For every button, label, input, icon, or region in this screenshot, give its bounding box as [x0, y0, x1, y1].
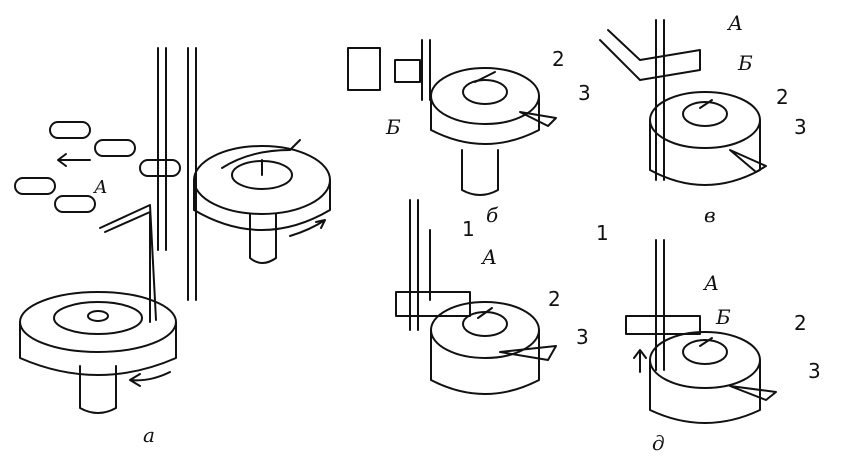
- letter-A-g: А: [480, 245, 497, 269]
- panel-b: б Б 2 3: [347, 39, 591, 227]
- number-3-b: 3: [578, 81, 591, 105]
- number-2-v: 2: [776, 85, 789, 109]
- hook-g: [430, 301, 557, 395]
- thread-loop-a: [99, 204, 157, 323]
- hook-v: [649, 91, 767, 186]
- number-1-d: 1: [596, 221, 609, 245]
- letter-B-d: Б: [715, 305, 731, 329]
- hook-d: [649, 331, 777, 424]
- hook-b: [430, 67, 557, 196]
- upper-hook-a: [193, 139, 331, 264]
- fabric-d: [625, 315, 701, 335]
- fabric-g: [395, 291, 471, 317]
- panel-g: А 1 2 3: [395, 199, 589, 395]
- panel-a: а А: [14, 47, 331, 447]
- number-3-d: 3: [808, 359, 821, 383]
- fabric-v: [599, 29, 701, 81]
- fabric-b: [347, 47, 421, 91]
- number-3-g: 3: [576, 325, 589, 349]
- number-3-v: 3: [794, 115, 807, 139]
- fabric-strip-upper: [49, 121, 181, 177]
- caption-a: а: [143, 423, 155, 447]
- rotation-arrow-upper: [289, 219, 326, 237]
- panel-v: в А Б 2 3: [599, 11, 807, 227]
- number-2-d: 2: [794, 311, 807, 335]
- letter-B-b: Б: [385, 115, 401, 139]
- caption-b: б: [486, 203, 499, 227]
- fabric-strip-lower: [14, 177, 96, 213]
- arrow-left-a: [57, 153, 91, 167]
- panel-d: д А Б 1 2 3: [596, 221, 821, 455]
- lower-hook-a: [19, 291, 177, 414]
- letter-A-v: А: [726, 11, 743, 35]
- needle: [157, 47, 197, 301]
- caption-d: д: [652, 431, 665, 455]
- number-1-g: 1: [462, 217, 475, 241]
- number-2-g: 2: [548, 287, 561, 311]
- arrow-up-d: [633, 349, 647, 373]
- letter-B-v: Б: [737, 51, 753, 75]
- caption-v: в: [704, 203, 716, 227]
- rotation-arrow-lower: [129, 371, 171, 387]
- number-2-b: 2: [552, 47, 565, 71]
- letter-A-a: А: [92, 177, 108, 198]
- letter-A-d: А: [702, 271, 719, 295]
